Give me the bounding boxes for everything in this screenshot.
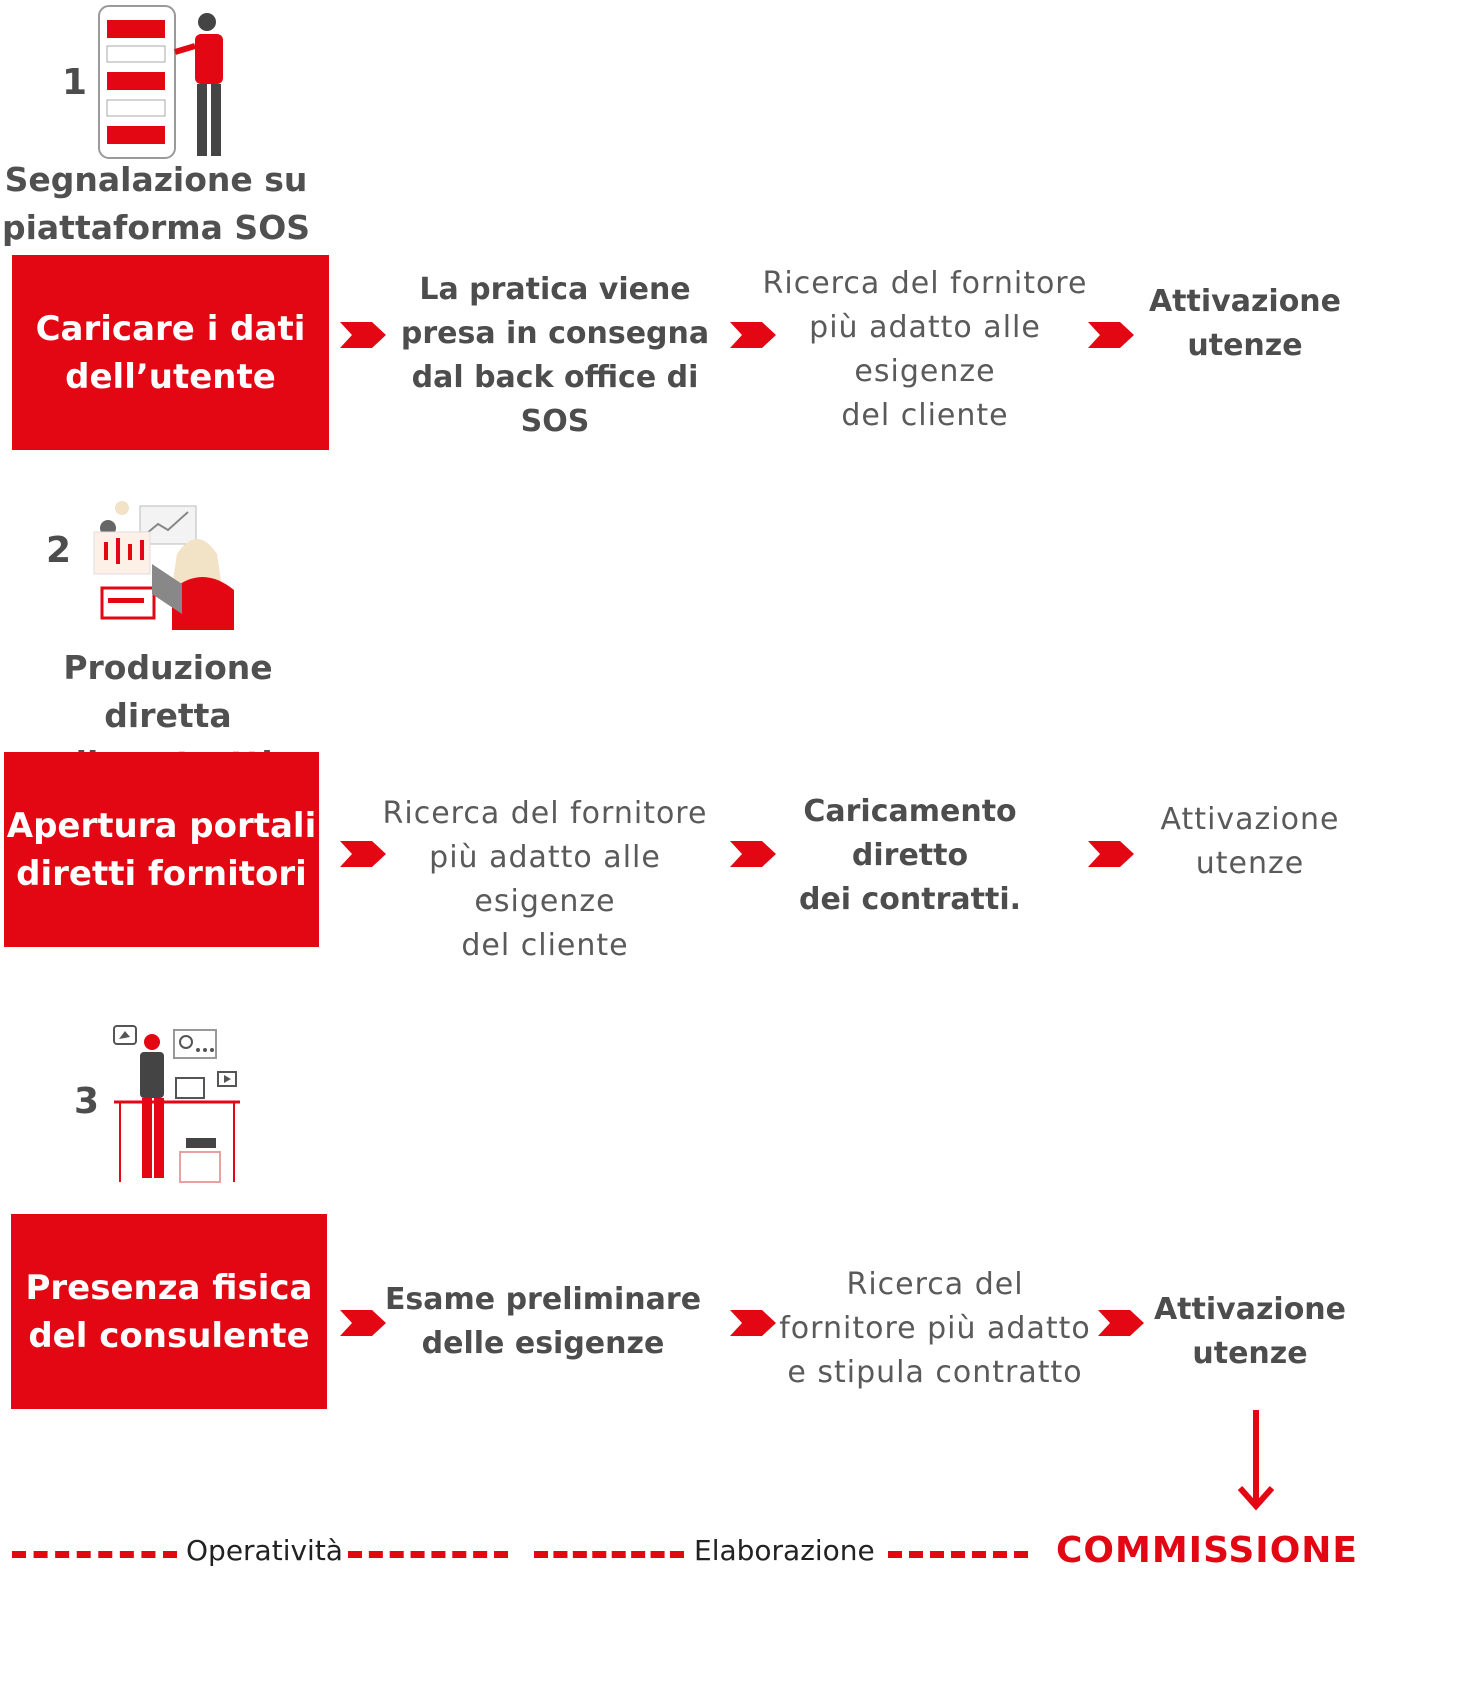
chevron-right-icon — [340, 322, 386, 348]
chevron-right-icon — [340, 841, 386, 867]
desk-worker-icon — [113, 1025, 240, 1183]
section2-step-3: Attivazione utenze — [1160, 802, 1340, 881]
section1-step-1: La pratica viene presa in consegna dal b… — [400, 272, 710, 439]
chevron-right-icon — [340, 1310, 386, 1336]
chevron-right-icon — [730, 1310, 776, 1336]
chevron-right-icon — [730, 322, 776, 348]
section3-step-1: Esame preliminare delle esigenze — [384, 1282, 702, 1361]
dashed-line — [888, 1551, 1028, 1558]
section3-step-3: Attivazione utenze — [1153, 1292, 1347, 1371]
section1-step-2: Ricerca del fornitore più adatto alle es… — [762, 266, 1088, 433]
analytics-woman-icon — [93, 501, 234, 630]
step-number-1: 1 — [62, 62, 88, 103]
legend-commissione: COMMISSIONE — [1056, 1530, 1359, 1571]
section1-title: Segnalazione su piattaforma SOS — [1, 160, 311, 247]
section3-box: Presenza fisica del consulente — [11, 1214, 327, 1409]
section1-box: Caricare i dati dell’utente — [12, 255, 329, 450]
chevron-right-icon — [730, 841, 776, 867]
step-number-3: 3 — [74, 1081, 100, 1122]
section2-box: Apertura portali diretti fornitori — [4, 752, 319, 947]
dashed-line — [12, 1551, 177, 1558]
chevron-right-icon — [1088, 841, 1134, 867]
legend-elaborazione: Elaborazione — [694, 1534, 875, 1567]
section1-step-3: Attivazione utenze — [1148, 284, 1342, 363]
section3-step-2: Ricerca del fornitore più adatto e stipu… — [779, 1267, 1091, 1390]
phone-checklist-person-icon — [98, 5, 223, 159]
chevron-right-icon — [1098, 1310, 1144, 1336]
dashed-line — [534, 1551, 684, 1558]
step-number-2: 2 — [46, 530, 72, 571]
section2-step-1: Ricerca del fornitore più adatto alle es… — [382, 796, 708, 963]
section2-step-2: Caricamento diretto dei contratti. — [798, 794, 1022, 917]
legend-operativita: Operatività — [186, 1534, 343, 1567]
dashed-line — [348, 1551, 508, 1558]
chevron-right-icon — [1088, 322, 1134, 348]
down-arrow-icon — [1237, 1410, 1275, 1511]
